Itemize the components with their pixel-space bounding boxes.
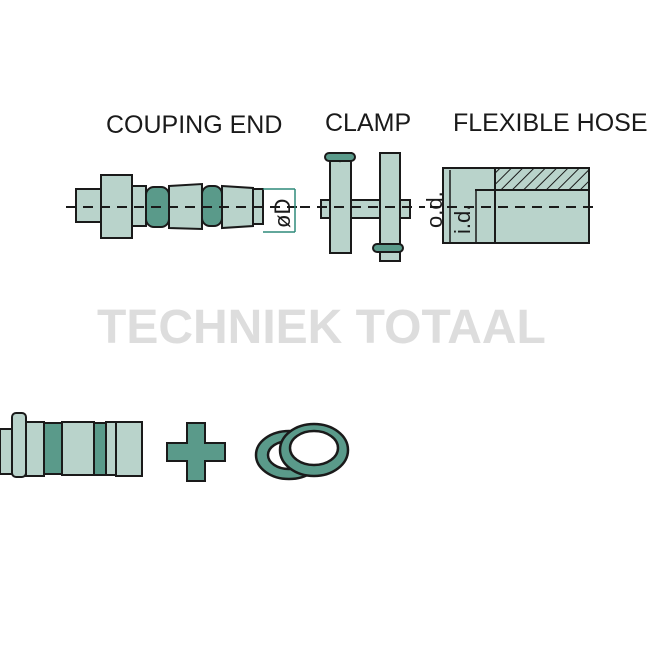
bottom-coupling-drawing bbox=[0, 412, 143, 478]
hose-dimension-lines bbox=[449, 170, 477, 243]
clamp-ring-icon bbox=[254, 422, 350, 481]
label-diameter: øD bbox=[270, 199, 295, 228]
label-coupling-end: COUPING END bbox=[106, 111, 282, 139]
plus-icon bbox=[166, 422, 226, 482]
label-outer-diameter: o.d. bbox=[422, 191, 447, 228]
diameter-dimension bbox=[263, 188, 296, 233]
label-clamp: CLAMP bbox=[325, 109, 411, 137]
label-inner-diameter: i.d. bbox=[450, 205, 475, 234]
label-flexible-hose: FLEXIBLE HOSE bbox=[453, 109, 648, 137]
flexible-hose-drawing bbox=[442, 167, 590, 244]
watermark: TECHNIEK TOTAAL bbox=[97, 301, 546, 354]
